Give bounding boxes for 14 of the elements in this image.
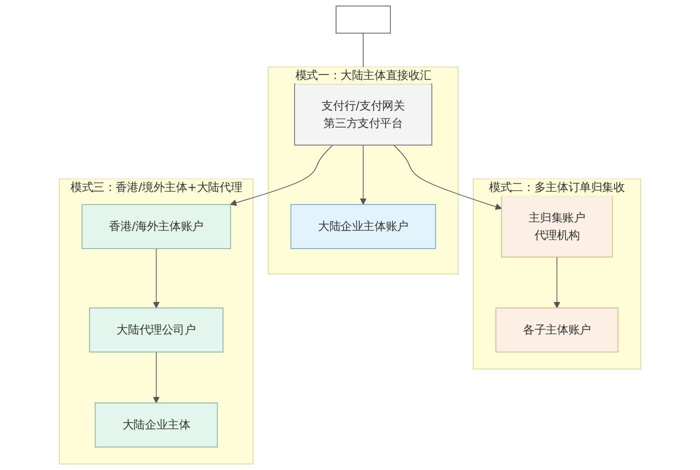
node-box: 各子主体账户	[496, 308, 618, 352]
node-box: 香港/海外主体账户	[82, 204, 231, 249]
node-box: 支付行/支付网关 第三方支付平台	[294, 84, 432, 146]
node-box: 大陆代理公司户	[89, 308, 224, 352]
node-box	[336, 6, 391, 34]
arrow	[230, 144, 334, 206]
arrow	[554, 256, 560, 308]
arrow	[393, 144, 502, 210]
arrow	[152, 352, 160, 404]
arrow	[152, 248, 160, 308]
node-box: 主归集账户 代理机构	[501, 196, 613, 258]
arrow	[360, 144, 367, 205]
node-box: 大陆企业主体	[94, 402, 218, 448]
node-box: 大陆企业主体账户	[290, 204, 436, 249]
